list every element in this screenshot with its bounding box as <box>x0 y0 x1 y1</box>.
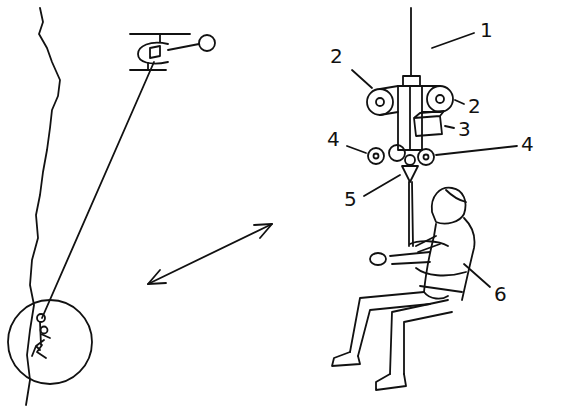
leader-line <box>352 70 372 88</box>
arrow-head <box>148 270 166 284</box>
cylinder-left-hub <box>376 98 384 106</box>
cylinder-left-end <box>367 89 393 115</box>
callout-number: 4 <box>327 129 340 149</box>
callout-number: 6 <box>494 284 507 304</box>
callout-number: 2 <box>468 96 481 116</box>
small-winch <box>37 314 45 322</box>
hand <box>370 253 386 265</box>
roller <box>418 149 434 165</box>
leader-line <box>347 146 366 153</box>
roller-hub <box>374 154 379 159</box>
cliff-line <box>26 8 60 405</box>
hoist-cable <box>42 62 154 318</box>
cylinder-right-hub <box>436 95 444 103</box>
leader-line <box>445 126 454 128</box>
harness <box>410 241 466 298</box>
callout-number: 2 <box>330 46 343 66</box>
callout-number: 4 <box>521 134 534 154</box>
winch-cable <box>410 8 412 76</box>
rotor-mast <box>159 34 161 42</box>
hook-ring <box>405 155 415 165</box>
small-head <box>41 327 48 334</box>
sling-cable <box>412 182 413 246</box>
leader-line <box>432 33 474 48</box>
winch-top-mount <box>403 76 420 86</box>
cylinder-right-end <box>427 86 453 112</box>
helicopter-tail <box>168 44 199 50</box>
foot-front <box>376 374 406 390</box>
roller <box>389 145 405 161</box>
leader-line <box>464 264 490 287</box>
arm-outstretched <box>390 252 430 264</box>
leader-line <box>455 100 464 104</box>
leader-line <box>364 175 400 196</box>
arrow-head <box>254 224 272 238</box>
arm-holding-cable <box>416 236 440 252</box>
helmet <box>432 188 466 224</box>
visor <box>446 190 466 202</box>
roller <box>368 148 384 164</box>
callout-number: 5 <box>344 189 357 209</box>
sling-triangle <box>402 166 418 182</box>
leader-line <box>436 146 517 155</box>
callout-number: 1 <box>480 20 493 40</box>
winch-plate-line <box>409 86 411 150</box>
skid-strut <box>147 63 149 70</box>
roller-hub <box>424 155 429 160</box>
tail-rotor <box>199 35 215 51</box>
leg-front <box>390 300 452 374</box>
helicopter-body <box>138 43 168 64</box>
foot-back <box>332 352 360 366</box>
callout-number: 3 <box>458 119 471 139</box>
detail-circle <box>8 300 92 384</box>
double-arrow <box>148 224 272 284</box>
small-figure <box>32 322 50 358</box>
control-box <box>414 111 444 136</box>
sling-cable <box>408 182 410 246</box>
